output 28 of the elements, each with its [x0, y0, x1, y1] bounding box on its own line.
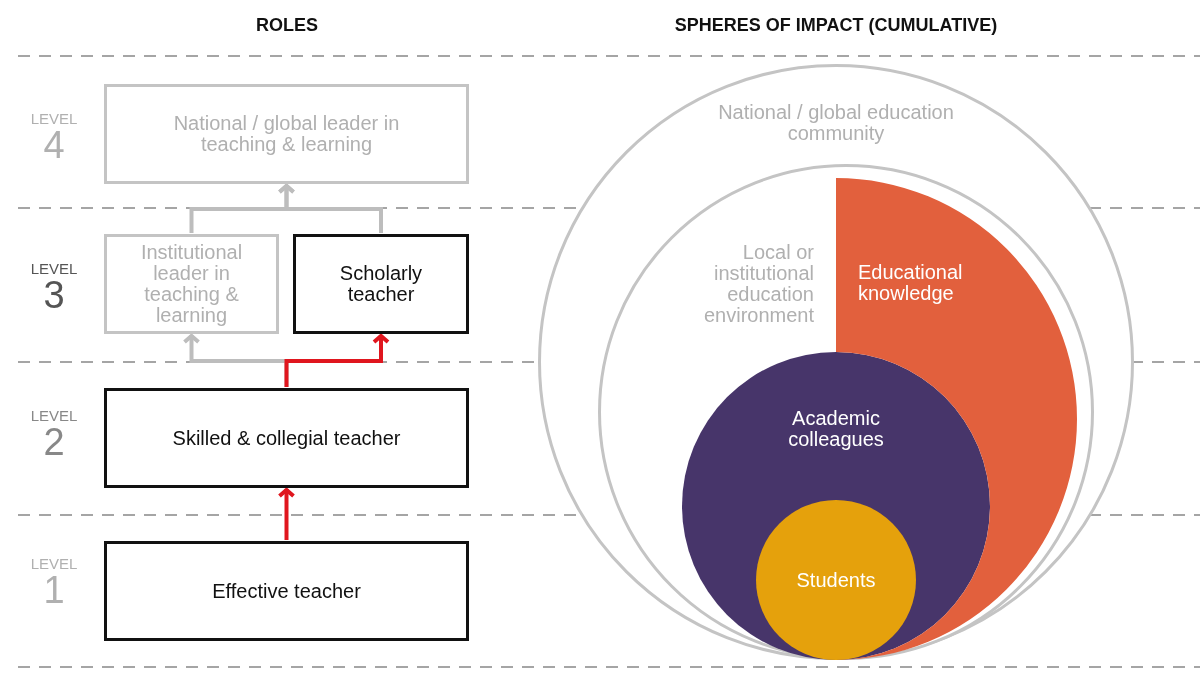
- level-number: 3: [42, 276, 66, 314]
- role-label: Effective teacher: [211, 580, 362, 602]
- role-label: Skilled & collegial teacher: [171, 427, 402, 449]
- level-number: 2: [42, 423, 66, 461]
- sphere-label: National / global education community: [717, 102, 955, 144]
- sphere-label: Academic colleagues: [787, 408, 885, 450]
- role-box: [104, 234, 279, 334]
- role-label: Institutional leader in teaching & learning: [139, 242, 244, 326]
- level-label: LEVEL: [29, 408, 79, 423]
- level-number: 1: [42, 571, 66, 609]
- level-label: LEVEL: [29, 556, 79, 571]
- arrow: [284, 334, 390, 387]
- column-heading: SPHERES OF IMPACT (CUMULATIVE): [673, 16, 999, 34]
- role-box: [104, 388, 469, 488]
- sphere-label: Students: [795, 570, 877, 591]
- sphere-label: Local or institutional education environment: [702, 242, 814, 326]
- level-label: LEVEL: [29, 261, 79, 276]
- role-box: [293, 234, 469, 334]
- level-number: 4: [42, 126, 66, 164]
- sphere-label: Educational knowledge: [858, 262, 964, 304]
- level-label: LEVEL: [29, 111, 79, 126]
- arrow: [277, 184, 383, 233]
- role-label: Scholarly teacher: [338, 263, 424, 305]
- role-box: [104, 541, 469, 641]
- column-heading: ROLES: [255, 16, 319, 34]
- arrow: [277, 488, 296, 540]
- role-label: National / global leader in teaching & learning: [172, 113, 401, 155]
- role-box: [104, 84, 469, 184]
